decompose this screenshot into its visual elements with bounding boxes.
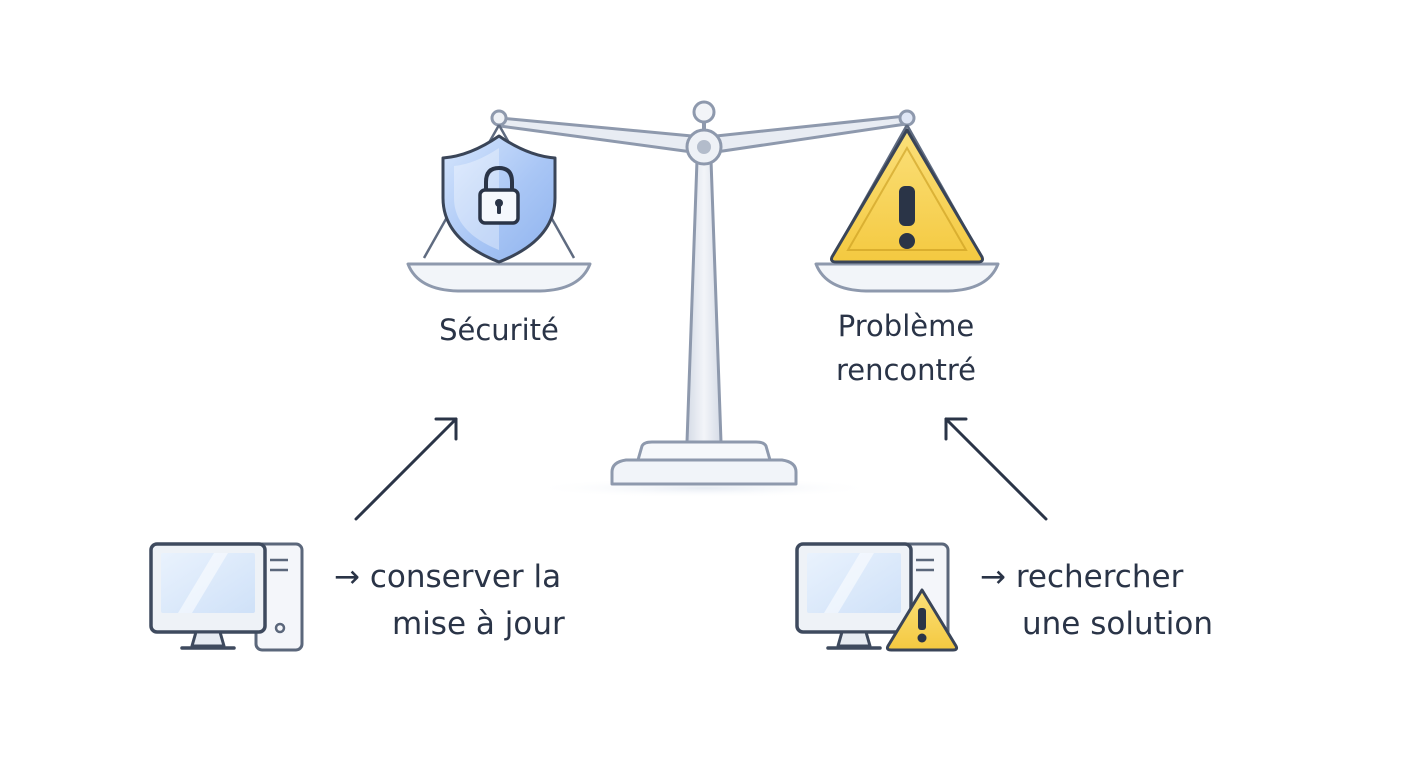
scale-base-top [636, 440, 772, 462]
scale-base [610, 458, 798, 486]
shield-lock-icon [441, 134, 557, 264]
right-option-line2: une solution [1022, 606, 1213, 642]
arrow-to-securite-icon [354, 417, 458, 521]
securite-label: Sécurité [439, 313, 559, 347]
computer-warning-icon [795, 542, 959, 652]
scale-pillar [685, 158, 723, 444]
scale-beam [498, 116, 694, 154]
left-pan [406, 262, 592, 293]
left-option-line2: mise à jour [392, 606, 565, 642]
left-pan-label: Sécurité [399, 308, 599, 352]
right-option-line1: rechercher [1015, 559, 1184, 595]
warning-badge-icon [885, 588, 959, 652]
right-pan-label: Problème rencontré [806, 304, 1006, 392]
left-option-label: → conserver la mise à jour [334, 554, 565, 648]
beam-end-left [490, 109, 508, 127]
right-pan [814, 262, 1000, 293]
beam-end-right [898, 109, 916, 127]
probleme-label-line1: Problème [837, 309, 975, 343]
balance-scale [406, 100, 1000, 498]
scale-beam-right [714, 114, 908, 154]
arrow-to-probleme-icon [944, 417, 1048, 521]
computer-icon [149, 542, 304, 652]
warning-triangle-icon [830, 128, 984, 264]
probleme-label-line2: rencontré [835, 353, 977, 387]
scale-finial [692, 100, 716, 124]
arrow-right-icon: → [980, 559, 1006, 595]
left-option-line1: conserver la [369, 559, 562, 595]
arrow-right-icon: → [334, 559, 360, 595]
right-option-label: → rechercher une solution [980, 554, 1213, 648]
